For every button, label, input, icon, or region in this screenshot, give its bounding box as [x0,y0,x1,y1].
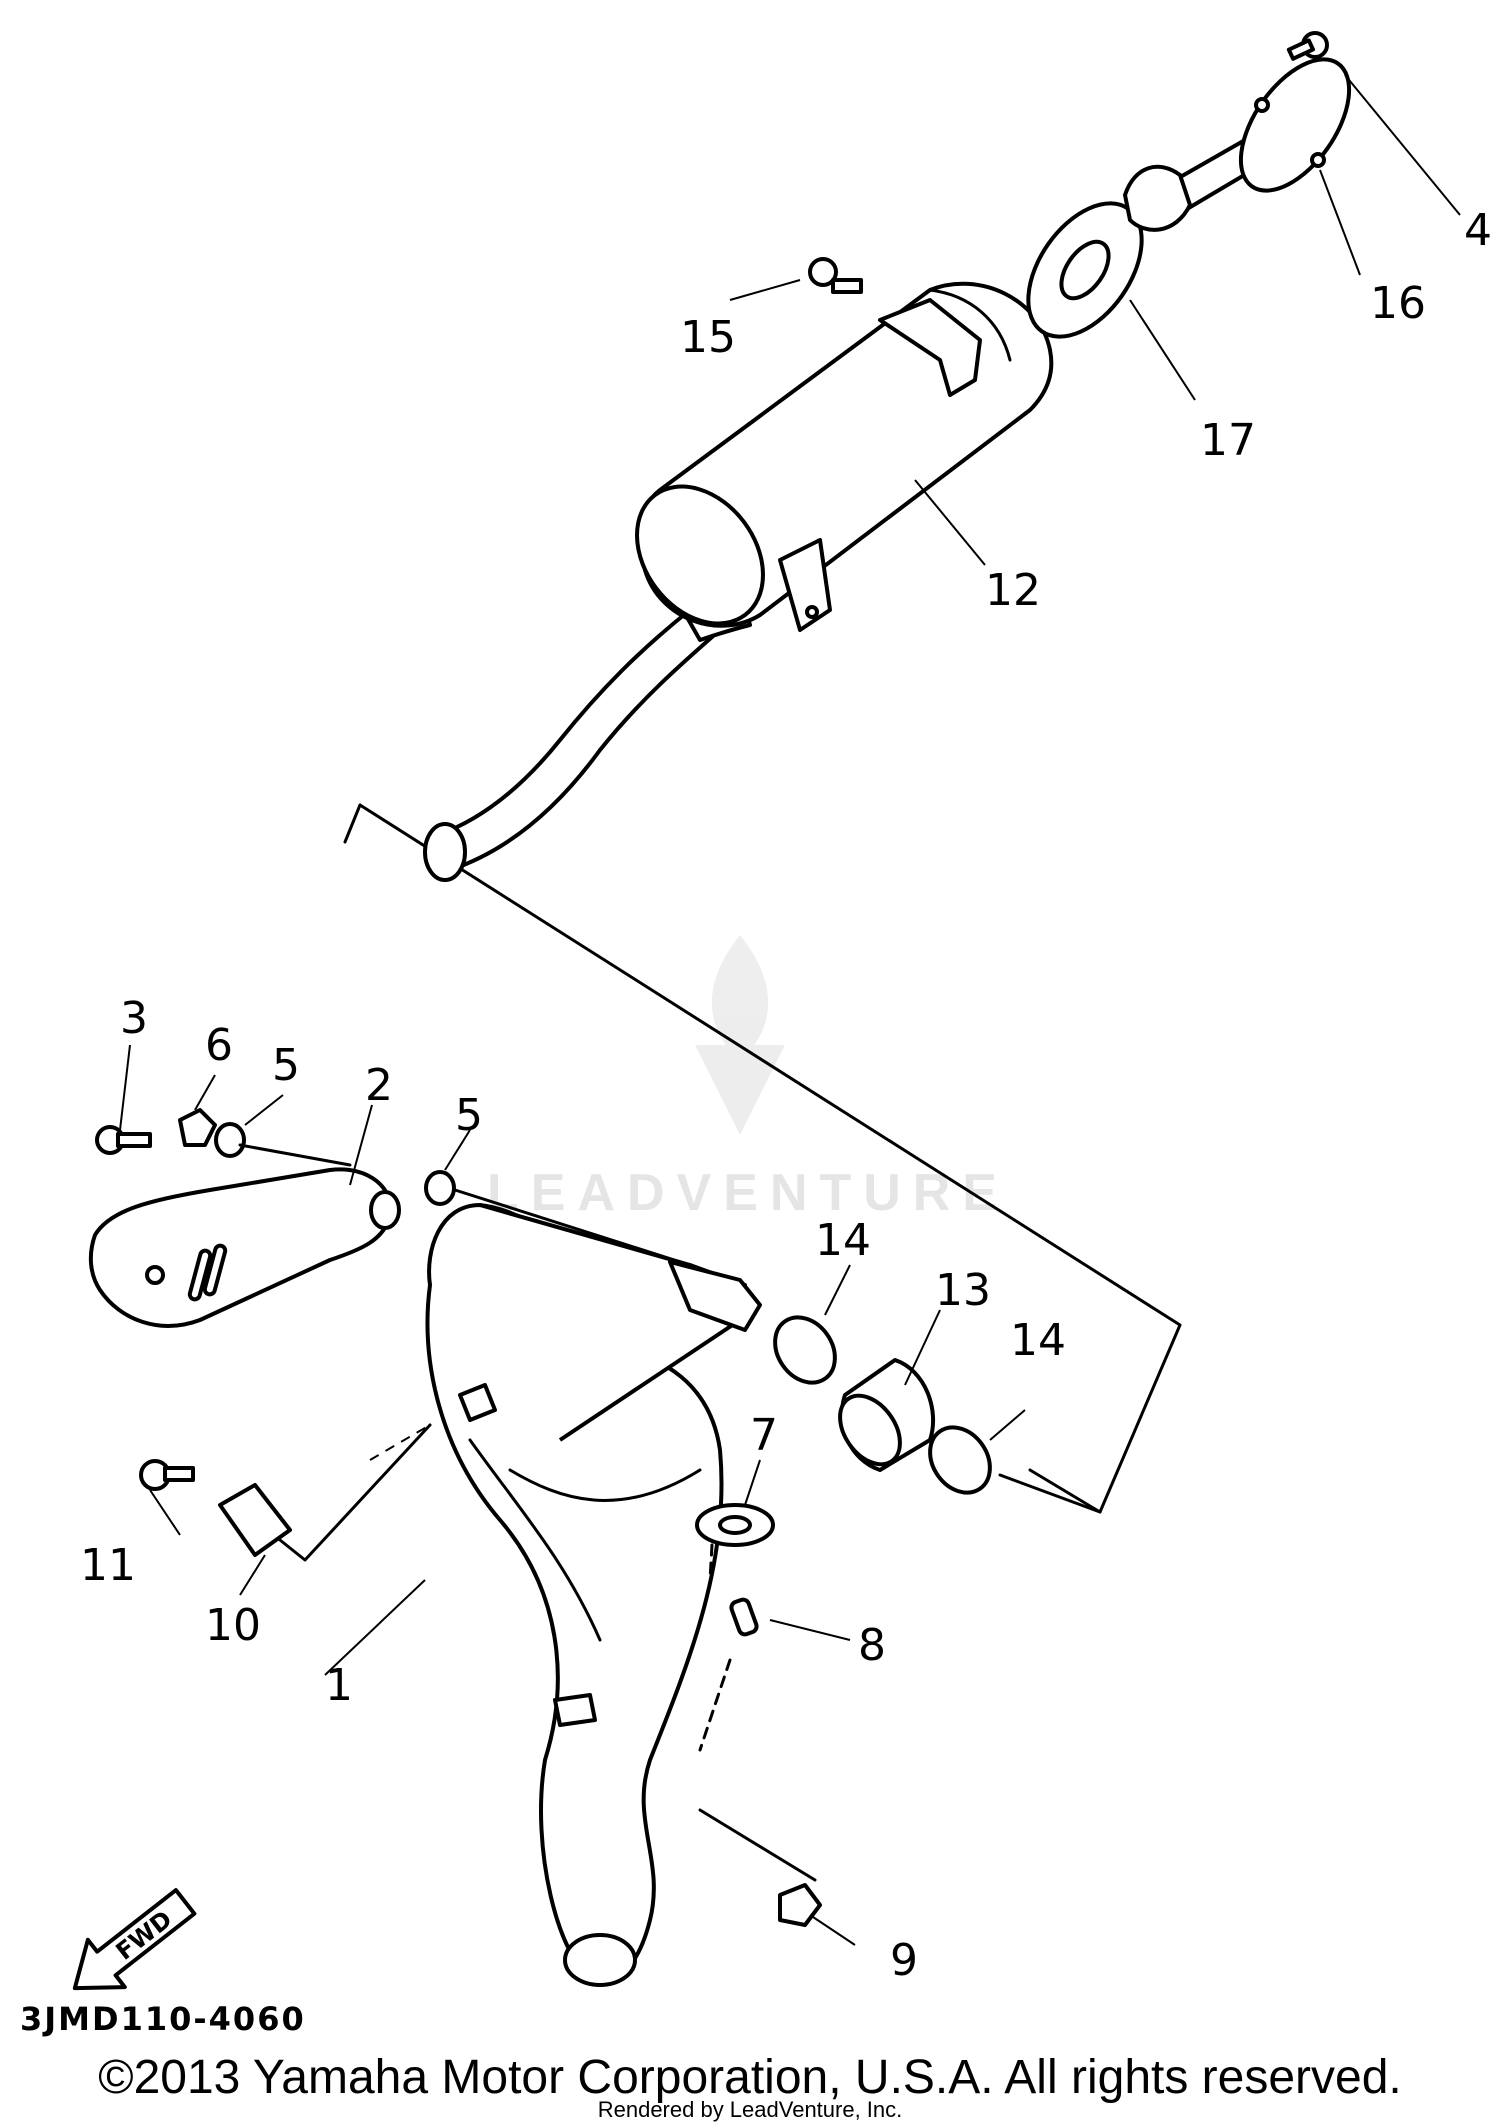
callout-13: 13 [935,1265,991,1316]
callout-12: 12 [985,565,1041,616]
callout-5b: 5 [455,1090,483,1141]
bolt-3 [95,1125,152,1155]
callout-10: 10 [205,1600,261,1651]
callout-2: 2 [365,1060,393,1111]
watermark-text: LEADVENTURE [487,1164,1009,1222]
clamp-10 [218,1483,292,1557]
diagram-code: 3JMD110-4060 [20,2000,306,2038]
callout-11: 11 [80,1540,136,1591]
muffler-upper-bracket [878,298,982,397]
callout-7: 7 [750,1410,778,1461]
leader-lines [119,74,1461,1946]
band-14a [773,1315,837,1385]
callout-numbers: 1 2 3 4 5 5 6 7 8 9 10 11 12 13 14 14 15… [80,205,1492,1986]
callout-8: 8 [858,1620,886,1671]
inlet-pipe-end [423,822,467,882]
bolt-4 [1286,31,1329,61]
nut-9 [778,1883,822,1927]
muffler-front-cap [635,484,765,626]
copyright-notice: ©2013 Yamaha Motor Corporation, U.S.A. A… [98,2051,1402,2104]
muffler-assembly [343,31,1352,1514]
washer-6 [178,1108,217,1147]
assembly-guide-line [358,803,1182,1514]
callout-16: 16 [1370,278,1426,329]
fwd-arrow: FWD [72,1888,197,1991]
callout-14a: 14 [815,1215,871,1266]
callout-15: 15 [680,312,736,363]
callout-17: 17 [1200,415,1256,466]
callout-6: 6 [205,1020,233,1071]
callout-1: 1 [325,1660,353,1711]
band-14b [928,1425,992,1495]
muffler-lower-bracket [778,538,832,632]
callout-3: 3 [120,993,148,1044]
leadventure-watermark: LEADVENTURE [487,935,1009,1222]
callout-9: 9 [890,1935,918,1986]
chamber-bracket [458,1383,497,1422]
bolt-15 [808,257,863,294]
expansion-chamber-assembly [425,1203,762,1987]
rendered-by-credit: Rendered by LeadVenture, Inc. [597,2097,903,2122]
end-plate-16 [1238,57,1352,193]
callout-4: 4 [1464,205,1492,256]
chamber-outlet [563,1933,637,1987]
chamber-lower-bracket [553,1693,597,1727]
bolt-8 [729,1597,759,1637]
stay-2 [88,1167,393,1328]
fwd-arrow-icon [72,1888,197,1991]
muffler-inlet-pipe [436,608,722,872]
spark-arrester-body [1123,164,1192,232]
washer-5b [424,1170,456,1206]
bolt-11 [139,1459,195,1491]
callout-14b: 14 [1010,1315,1066,1366]
callout-5a: 5 [272,1040,300,1091]
washer-5a [214,1122,246,1158]
